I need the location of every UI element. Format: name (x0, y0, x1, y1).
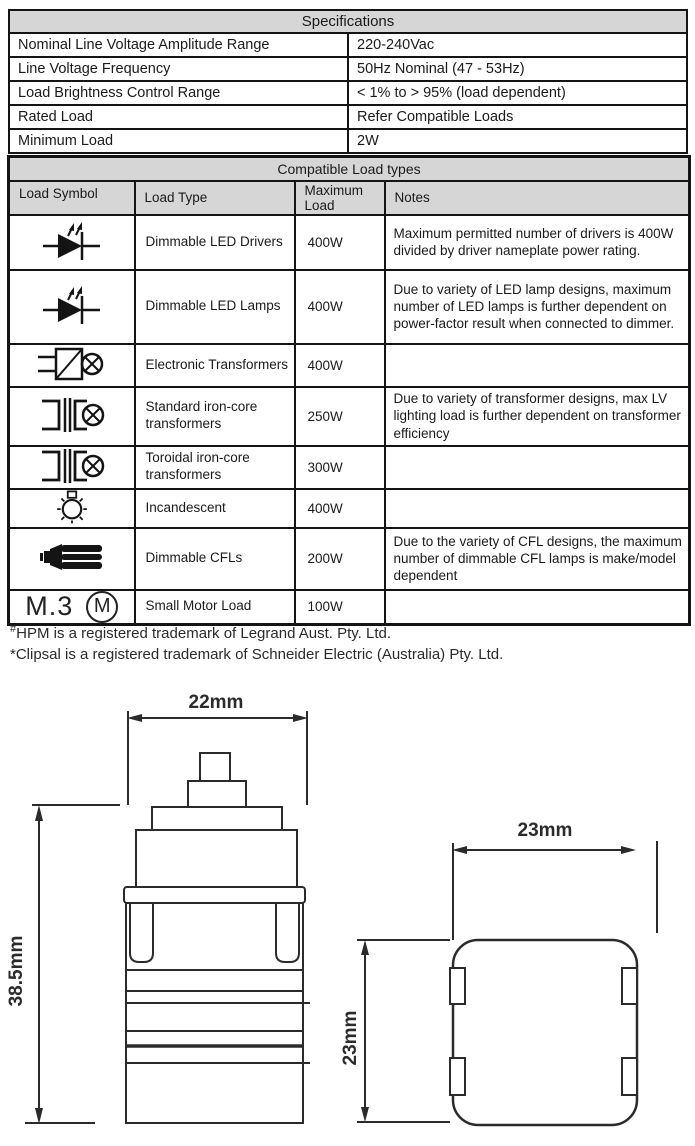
spec-value: 2W (347, 128, 688, 154)
table-row: Dimmable LED Lamps 400W Due to variety o… (7, 268, 691, 345)
table-row: Minimum Load 2W (8, 128, 688, 154)
table-row: Incandescent 400W (7, 487, 691, 529)
load-type: Dimmable LED Drivers (133, 213, 296, 271)
spec-label: Rated Load (8, 104, 349, 130)
motor-icon: M.3 M (10, 590, 134, 623)
spec-value: 50Hz Nominal (47 - 53Hz) (347, 56, 688, 82)
load-type: Toroidal iron-core transformers (133, 444, 296, 490)
led-diode-icon (42, 286, 100, 324)
table-row: Dimmable CFLs 200W Due to the variety of… (7, 526, 691, 591)
spec-value: < 1% to > 95% (load dependent) (347, 80, 688, 106)
dimension-drawings: 22mm 38.5mm 23mm 23mm (0, 690, 695, 1146)
top-view-height-dimension-label: 23mm (340, 1010, 361, 1066)
table-row: Nominal Line Voltage Amplitude Range 220… (8, 32, 688, 58)
maximum-load: 400W (293, 268, 386, 345)
maximum-load: 200W (293, 526, 386, 591)
maximum-load: 250W (293, 385, 386, 447)
led-diode-icon (42, 221, 100, 260)
technical-drawing (25, 711, 658, 1127)
maximum-load: 300W (293, 444, 386, 490)
load-notes (383, 342, 691, 388)
load-notes: Maximum permitted number of drivers is 4… (383, 213, 691, 271)
table-row: Load Brightness Control Range < 1% to > … (8, 80, 688, 106)
column-header-maximum-load: Maximum Load (293, 179, 386, 216)
spec-label: Line Voltage Frequency (8, 56, 349, 82)
load-notes: Due to variety of transformer designs, m… (383, 385, 691, 447)
electronic-transformer-icon (37, 347, 103, 380)
front-view-width-dimension-label: 22mm (188, 692, 244, 713)
maximum-load: 400W (293, 487, 386, 529)
load-notes (383, 444, 691, 490)
iron-core-transformer-icon (41, 397, 104, 432)
load-notes: Due to the variety of CFL designs, the m… (383, 526, 691, 591)
table-row: Rated Load Refer Compatible Loads (8, 104, 688, 130)
front-view-height-dimension-label: 38.5mm (6, 935, 27, 1007)
footnote-clipsal: *Clipsal is a registered trademark of Sc… (10, 644, 503, 665)
top-view-width-dimension-label: 23mm (517, 820, 573, 841)
spec-label: Nominal Line Voltage Amplitude Range (8, 32, 349, 58)
table-row: Line Voltage Frequency 50Hz Nominal (47 … (8, 56, 688, 82)
maximum-load: 400W (293, 342, 386, 388)
compatible-loads-table: Compatible Load types Load Symbol Load T… (7, 155, 692, 626)
table-row: M.3 M Small Motor Load 100W (7, 588, 691, 626)
spec-label: Minimum Load (8, 128, 349, 154)
spec-label: Load Brightness Control Range (8, 80, 349, 106)
column-header-load-symbol: Load Symbol (7, 179, 136, 216)
load-type: Dimmable CFLs (133, 526, 296, 591)
spec-value: 220-240Vac (347, 32, 688, 58)
maximum-load: 400W (293, 213, 386, 271)
load-notes (383, 487, 691, 529)
motor-symbol-text: M.3 (25, 591, 74, 622)
footnote-text: HPM is a registered trademark of Legrand… (16, 625, 392, 642)
cfl-lamp-icon (39, 544, 102, 570)
load-type: Incandescent (133, 487, 296, 529)
table-row: Dimmable LED Drivers 400W Maximum permit… (7, 213, 691, 271)
incandescent-lamp-icon (56, 490, 87, 523)
load-type: Standard iron-core transformers (133, 385, 296, 447)
table-row: Toroidal iron-core transformers 300W (7, 444, 691, 490)
footnotes: #HPM is a registered trademark of Legran… (10, 622, 503, 666)
column-header-notes: Notes (383, 179, 691, 216)
footnote-marker: # (10, 623, 17, 635)
load-symbol-cell (7, 385, 136, 447)
load-symbol-cell (7, 342, 136, 388)
table-row: Electronic Transformers 400W (7, 342, 691, 388)
load-type: Dimmable LED Lamps (133, 268, 296, 345)
specifications-table: Specifications Nominal Line Voltage Ampl… (8, 9, 688, 154)
footnote-hpm: #HPM is a registered trademark of Legran… (10, 622, 503, 644)
load-type: Small Motor Load (133, 588, 296, 626)
specifications-title: Specifications (8, 9, 688, 34)
compatible-loads-title: Compatible Load types (7, 155, 691, 182)
motor-circle-icon: M (86, 590, 119, 623)
maximum-load: 100W (293, 588, 386, 626)
spec-value: Refer Compatible Loads (347, 104, 688, 130)
table-row: Standard iron-core transformers 250W Due… (7, 385, 691, 447)
column-header-load-type: Load Type (133, 179, 296, 216)
load-symbol-cell (7, 268, 136, 345)
load-symbol-cell (7, 444, 136, 490)
load-symbol-cell (7, 526, 136, 591)
iron-core-transformer-icon (41, 448, 104, 483)
load-notes: Due to variety of LED lamp designs, maxi… (383, 268, 691, 345)
table-header-row: Load Symbol Load Type Maximum Load Notes (7, 179, 691, 216)
footnote-text: Clipsal is a registered trademark of Sch… (15, 646, 504, 664)
load-symbol-cell (7, 213, 136, 271)
load-type: Electronic Transformers (133, 342, 296, 388)
load-notes (383, 588, 691, 626)
load-symbol-cell (7, 487, 136, 529)
footnote-marker: * (10, 646, 16, 664)
load-symbol-cell: M.3 M (7, 588, 136, 626)
